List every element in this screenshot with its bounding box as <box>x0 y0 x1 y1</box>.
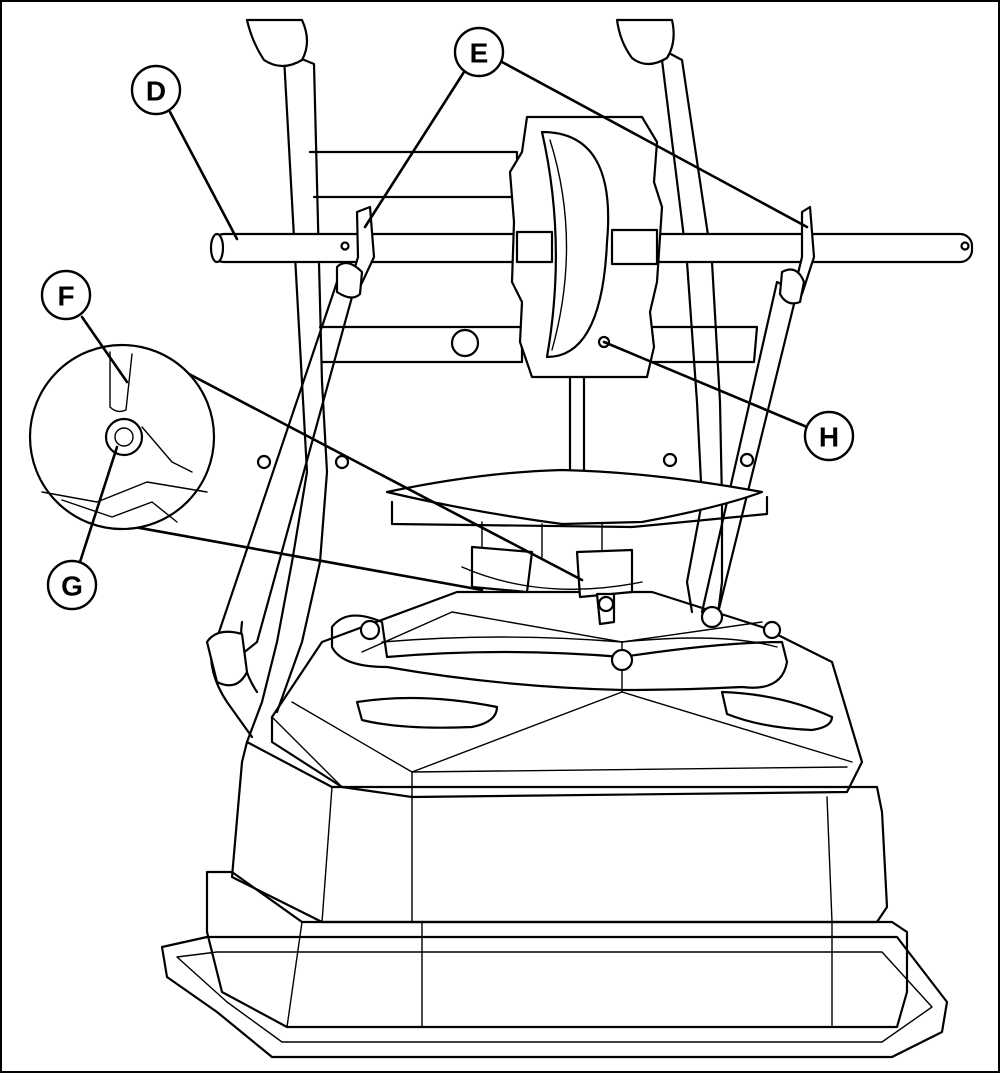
callout-g: G <box>46 559 98 611</box>
left-frame <box>205 18 354 744</box>
callout-d-label: D <box>146 76 166 107</box>
callout-g-label: G <box>61 571 83 602</box>
callout-d: D <box>130 64 182 116</box>
seat-plate <box>385 468 769 626</box>
flywheel-assembly <box>508 115 664 496</box>
callout-f: F <box>40 269 92 321</box>
callout-h-label: H <box>819 422 839 453</box>
base-housing <box>160 590 949 1059</box>
leader-lines <box>78 60 809 564</box>
callout-e: E <box>453 26 505 78</box>
front-handle-loop <box>330 614 789 692</box>
magnifier-inset <box>28 343 584 592</box>
callout-f-label: F <box>57 281 74 312</box>
e-brackets <box>335 205 816 305</box>
callout-e-label: E <box>470 38 489 69</box>
callout-h: H <box>803 410 855 462</box>
